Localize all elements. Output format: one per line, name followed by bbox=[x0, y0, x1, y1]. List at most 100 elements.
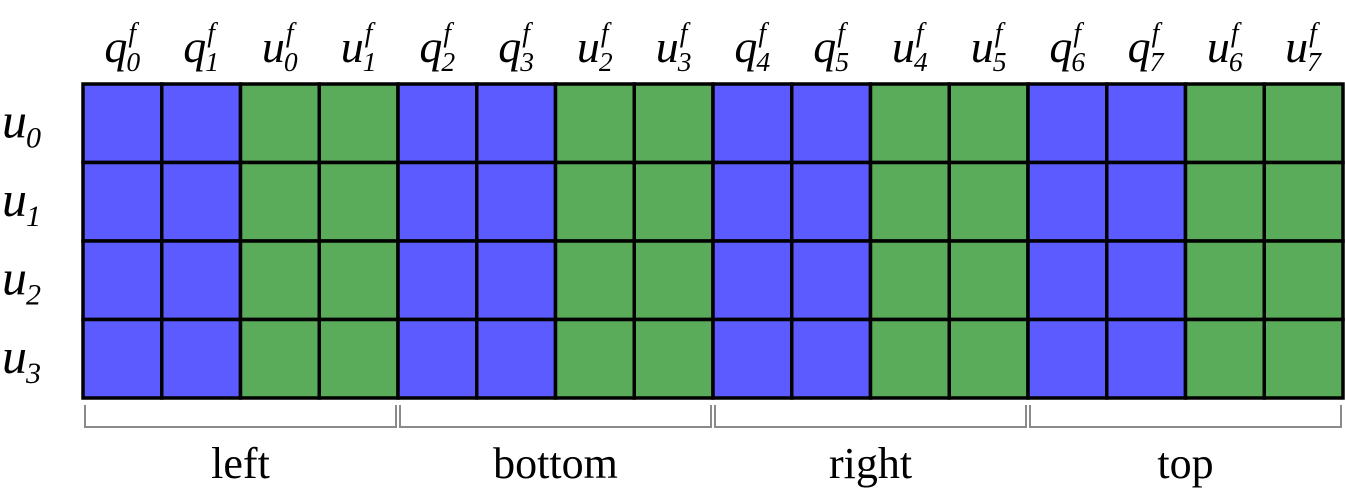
column-header-u-2-superscript: f bbox=[601, 16, 612, 47]
group-label-bottom: bottom bbox=[493, 439, 618, 488]
column-header-u-0-base: u bbox=[262, 21, 285, 72]
column-header-u-7-subscript: 7 bbox=[1307, 46, 1322, 77]
column-header-u-0-superscript: f bbox=[286, 16, 297, 47]
column-header-q-0-superscript: f bbox=[128, 16, 139, 47]
cell-u0-u6 bbox=[1183, 82, 1266, 165]
svg-text:u: u bbox=[2, 171, 27, 227]
cell-u0-q1 bbox=[160, 82, 243, 165]
cell-u3-u6 bbox=[1183, 317, 1266, 400]
cell-u3-q2 bbox=[396, 317, 479, 400]
cell-u0-u4 bbox=[868, 82, 951, 165]
svg-text:u: u bbox=[577, 21, 600, 72]
column-header-u-5-superscript: f bbox=[995, 16, 1006, 47]
column-header-q-4-subscript: 4 bbox=[756, 46, 770, 77]
svg-text:u: u bbox=[656, 21, 679, 72]
row-header-u-2-subscript: 2 bbox=[26, 278, 41, 311]
cell-u2-q7 bbox=[1105, 239, 1188, 322]
cell-u2-q3 bbox=[475, 239, 558, 322]
column-header-q-3-subscript: 3 bbox=[519, 46, 534, 77]
cell-u3-u1 bbox=[317, 317, 400, 400]
bracket-top bbox=[1029, 405, 1342, 428]
cell-u2-q1 bbox=[160, 239, 243, 322]
row-header-u-3-subscript: 3 bbox=[25, 357, 41, 390]
cell-u0-q5 bbox=[790, 82, 873, 165]
cell-u0-q4 bbox=[711, 82, 794, 165]
cell-u3-q4 bbox=[711, 317, 794, 400]
cell-u2-q0 bbox=[81, 239, 164, 322]
column-header-q-1-superscript: f bbox=[207, 16, 218, 47]
svg-text:u: u bbox=[892, 21, 915, 72]
cell-u0-q3 bbox=[475, 82, 558, 165]
cell-u3-u5 bbox=[947, 317, 1030, 400]
column-header-u-2-subscript: 2 bbox=[599, 46, 613, 77]
cell-u0-u3 bbox=[632, 82, 715, 165]
cell-u2-u3 bbox=[632, 239, 715, 322]
column-header-u-6-superscript: f bbox=[1231, 16, 1242, 47]
cell-u1-q7 bbox=[1105, 160, 1188, 243]
column-header-q-2-subscript: 2 bbox=[441, 46, 455, 77]
cell-u0-u2 bbox=[553, 82, 636, 165]
column-header-u-2-base: u bbox=[577, 21, 600, 72]
cell-u3-u0 bbox=[238, 317, 321, 400]
cell-u2-q4 bbox=[711, 239, 794, 322]
svg-text:q: q bbox=[1128, 21, 1151, 72]
bracket-left bbox=[84, 405, 397, 428]
cell-u1-q6 bbox=[1026, 160, 1109, 243]
cell-u3-u4 bbox=[868, 317, 951, 400]
cell-u3-q0 bbox=[81, 317, 164, 400]
cell-u1-u0 bbox=[238, 160, 321, 243]
group-label-right: right bbox=[829, 439, 912, 488]
group-label-top: top bbox=[1157, 439, 1213, 488]
column-header-u-7-base: u bbox=[1285, 21, 1308, 72]
svg-text:u: u bbox=[341, 21, 364, 72]
cell-u0-u5 bbox=[947, 82, 1030, 165]
cell-u3-u2 bbox=[553, 317, 636, 400]
column-header-q-3-superscript: f bbox=[522, 16, 533, 47]
svg-text:q: q bbox=[104, 21, 127, 72]
column-header-q-6-superscript: f bbox=[1073, 16, 1084, 47]
cell-u2-u1 bbox=[317, 239, 400, 322]
svg-text:u: u bbox=[1207, 21, 1230, 72]
cell-u1-q5 bbox=[790, 160, 873, 243]
cell-u3-u7 bbox=[1262, 317, 1345, 400]
svg-text:q: q bbox=[813, 21, 836, 72]
svg-text:q: q bbox=[183, 21, 206, 72]
column-header-u-3-base: u bbox=[656, 21, 679, 72]
row-header-u-3-base: u bbox=[2, 328, 27, 384]
row-header-u-0-base: u bbox=[2, 92, 27, 148]
svg-text:q: q bbox=[419, 21, 442, 72]
cell-u2-u6 bbox=[1183, 239, 1266, 322]
cell-u0-q7 bbox=[1105, 82, 1188, 165]
column-header-u-4-superscript: f bbox=[916, 16, 927, 47]
column-header-q-2-base: q bbox=[419, 21, 442, 72]
svg-text:u: u bbox=[2, 92, 27, 148]
column-header-q-2-superscript: f bbox=[443, 16, 454, 47]
cell-u0-u1 bbox=[317, 82, 400, 165]
column-header-u-7-superscript: f bbox=[1309, 16, 1320, 47]
column-header-u-4-base: u bbox=[892, 21, 915, 72]
cell-u3-q1 bbox=[160, 317, 243, 400]
cell-u1-q1 bbox=[160, 160, 243, 243]
cell-u2-u4 bbox=[868, 239, 951, 322]
column-header-u-6-base: u bbox=[1207, 21, 1230, 72]
cell-u1-u5 bbox=[947, 160, 1030, 243]
svg-text:u: u bbox=[2, 328, 27, 384]
svg-text:u: u bbox=[2, 249, 27, 305]
column-header-q-4-superscript: f bbox=[758, 16, 769, 47]
cell-u2-q6 bbox=[1026, 239, 1109, 322]
column-header-q-0-base: q bbox=[104, 21, 127, 72]
column-header-u-3-subscript: 3 bbox=[677, 46, 692, 77]
column-header-q-7-subscript: 7 bbox=[1150, 46, 1165, 77]
